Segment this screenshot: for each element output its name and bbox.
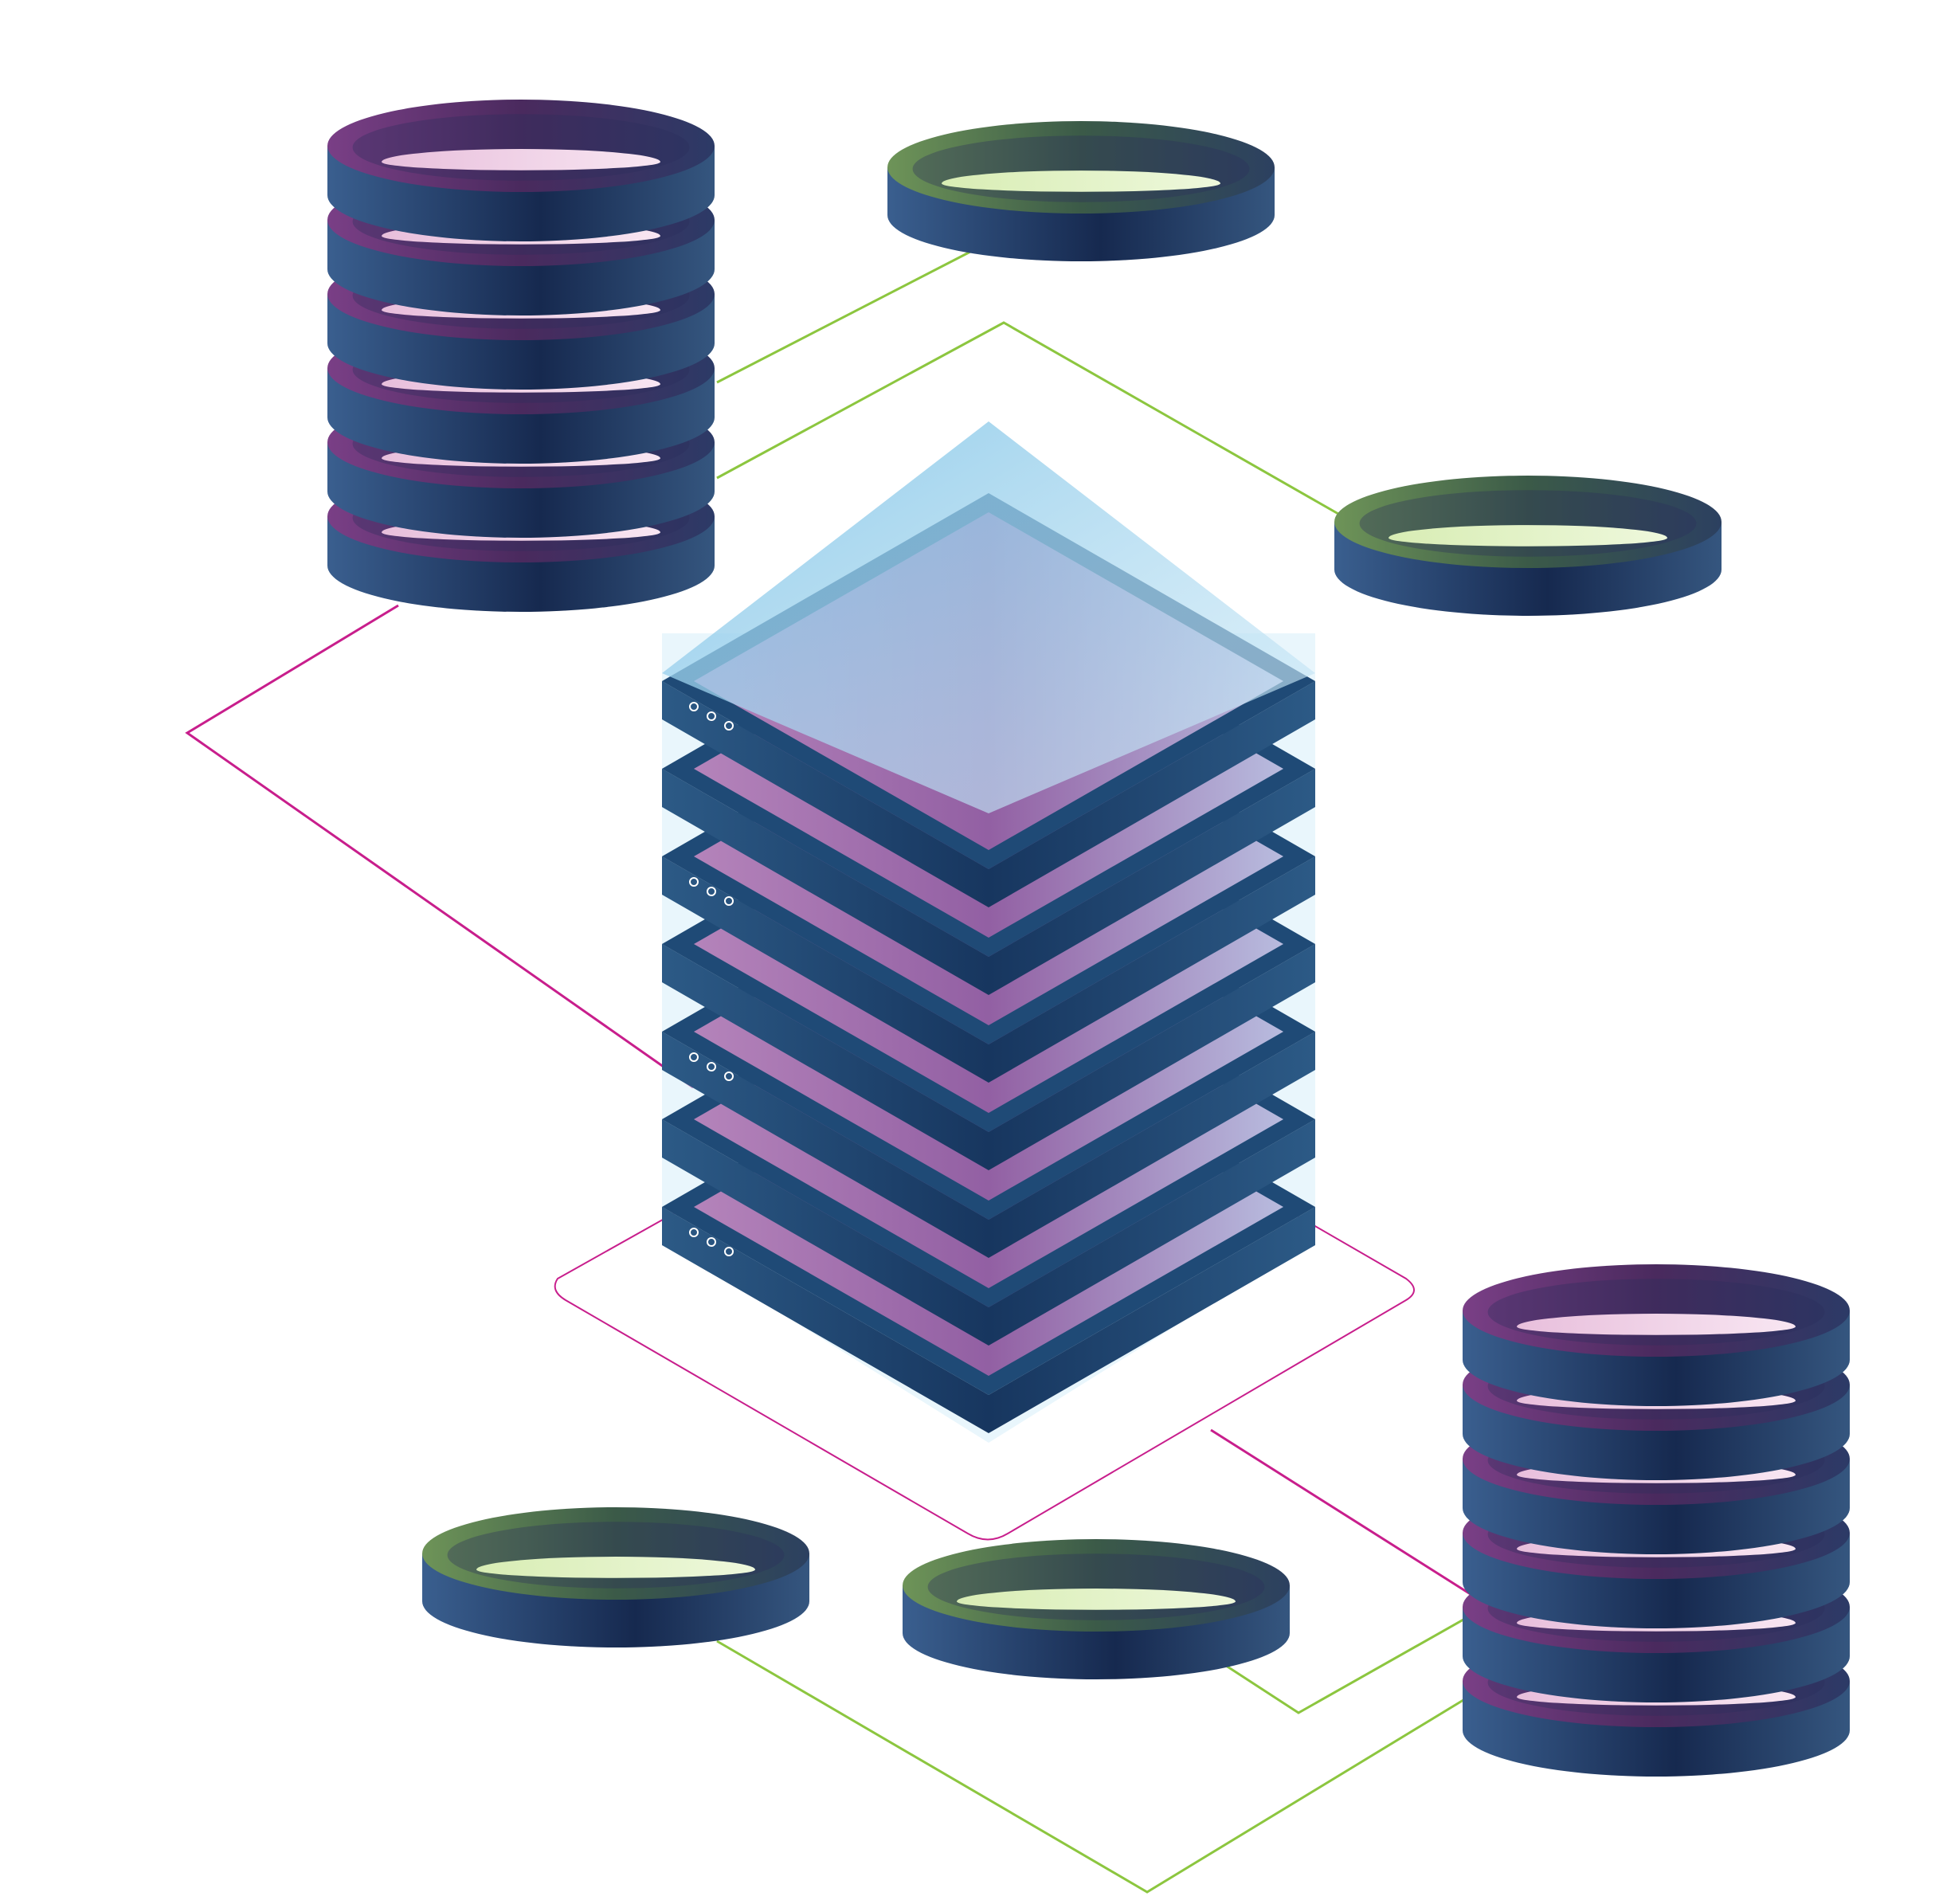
database-stack-icon: [327, 100, 715, 612]
connector-lines: [185, 249, 1483, 1894]
disk-recess: [1359, 490, 1697, 557]
server-led: [724, 1247, 734, 1256]
disk-inner: [957, 1589, 1236, 1610]
server-layer-side: [662, 1032, 1315, 1258]
server-led: [724, 721, 734, 731]
server-layer-side: [662, 856, 1315, 1083]
disk-recess: [927, 1553, 1265, 1620]
server-led: [707, 1237, 716, 1247]
magenta-connector-right: [1210, 1428, 1483, 1603]
disk-inner: [942, 170, 1220, 192]
server-led: [707, 1062, 716, 1071]
server-stack-icon: [662, 421, 1315, 1443]
server-layer-side: [662, 681, 1315, 907]
server-layer-side: [662, 1119, 1315, 1346]
disk-icon: [1334, 476, 1722, 616]
disk-rim: [887, 121, 1275, 214]
server-led: [689, 877, 699, 887]
server-layer-side: [662, 769, 1315, 995]
disk-recess: [447, 1522, 785, 1589]
disk-rim: [1334, 476, 1722, 568]
server-led: [707, 711, 716, 721]
green-connector-top-1: [716, 249, 973, 384]
green-connector-top-2: [716, 321, 1339, 515]
server-layer-side: [662, 1207, 1315, 1433]
disk-rim: [1463, 1264, 1850, 1357]
magenta-connector-left: [185, 604, 694, 1089]
disk-inner: [1517, 1314, 1796, 1335]
disk-inner: [1389, 525, 1667, 547]
database-disk: [1463, 1264, 1850, 1406]
disk-rim: [327, 100, 715, 192]
disk-inner: [476, 1557, 755, 1578]
disk-icon: [887, 121, 1275, 261]
server-glass-cap: [662, 421, 1315, 813]
server-led: [707, 887, 716, 896]
disk-recess: [912, 135, 1250, 202]
server-layer-side: [662, 944, 1315, 1170]
disk-rim: [903, 1539, 1290, 1632]
server-led: [689, 1228, 699, 1237]
database-stack-icon: [1463, 1264, 1850, 1777]
database-disk: [327, 100, 715, 241]
server-led: [724, 896, 734, 906]
server-led: [689, 1052, 699, 1062]
disk-recess: [1487, 1279, 1825, 1346]
disk-icon: [422, 1507, 809, 1647]
disk-recess: [352, 114, 690, 181]
green-connector-bottom-2: [1218, 1608, 1483, 1714]
green-connector-bottom-1: [716, 1640, 1483, 1894]
disk-inner: [382, 149, 660, 170]
disk-group: [422, 121, 1722, 1679]
server-led: [689, 702, 699, 711]
disk-rim: [422, 1507, 809, 1600]
server-led: [724, 1071, 734, 1081]
disk-icon: [903, 1539, 1290, 1679]
